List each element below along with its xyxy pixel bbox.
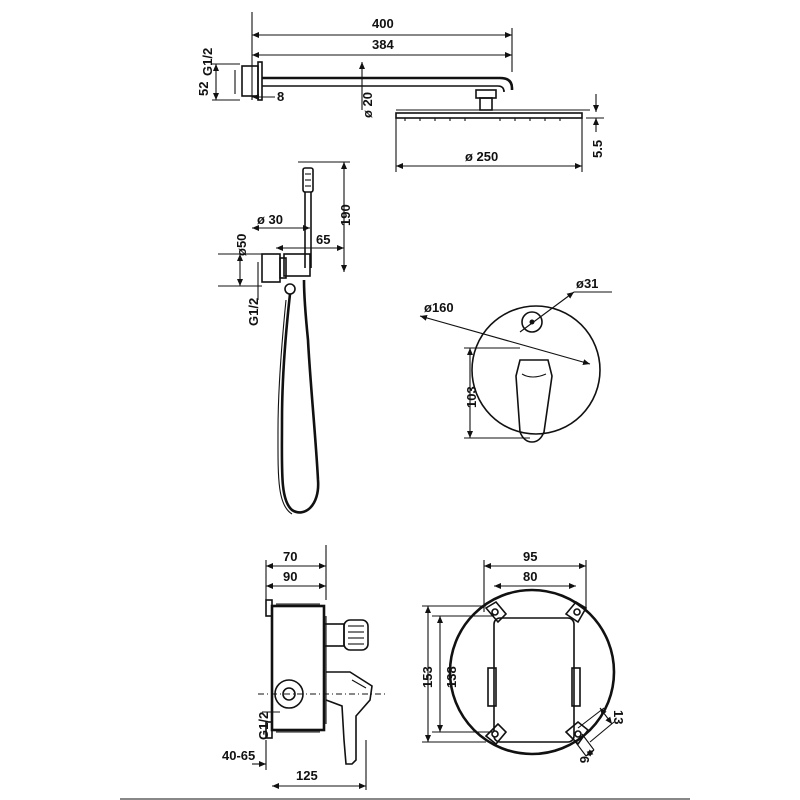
valve-front-view: 95 80 153 138 13 6 <box>420 549 626 763</box>
hand-shower-view: 190 ø 30 65 ø50 G1/2 <box>218 161 353 515</box>
depth-70: 70 <box>283 549 297 564</box>
arm-thread: G1/2 <box>200 48 215 76</box>
knob-diameter: ø31 <box>576 276 598 291</box>
arm-length-total: 400 <box>372 16 394 31</box>
arm-length: 384 <box>372 37 394 52</box>
connector-diameter: ø 20 <box>360 92 375 118</box>
holder-diameter: ø 30 <box>257 212 283 227</box>
height-153: 153 <box>420 666 435 688</box>
width-80: 80 <box>523 569 537 584</box>
height-138: 138 <box>444 666 459 688</box>
nozzle-row <box>404 118 561 121</box>
hand-shower-length: 190 <box>338 204 353 226</box>
lever-height: 103 <box>464 386 479 408</box>
depth-90: 90 <box>283 569 297 584</box>
hand-shower-thread: G1/2 <box>246 298 261 326</box>
shower-hose <box>280 279 320 514</box>
slot-6: 6 <box>577 756 592 763</box>
rain-head-diameter: ø 250 <box>465 149 498 164</box>
shower-arm-view: 400 384 G1/2 52 8 ø 20 <box>196 12 514 118</box>
install-depth: 40-65 <box>222 748 255 763</box>
flange-depth: 8 <box>277 89 284 104</box>
body-width: 125 <box>296 768 318 783</box>
width-95: 95 <box>523 549 537 564</box>
flange-height: 52 <box>196 82 211 96</box>
mixer-plate-view: ø160 ø31 103 <box>419 276 612 443</box>
rain-head-thickness: 5.5 <box>590 140 605 158</box>
outlet-offset: 65 <box>316 232 330 247</box>
slot-13: 13 <box>611 710 626 724</box>
flange-diameter: ø50 <box>234 234 249 256</box>
rain-head-view: ø 250 5.5 <box>395 89 605 172</box>
plate-diameter: ø160 <box>424 300 454 315</box>
valve-side-view: 70 90 G1/2 40-65 125 <box>222 545 386 790</box>
valve-thread: G1/2 <box>256 712 271 740</box>
